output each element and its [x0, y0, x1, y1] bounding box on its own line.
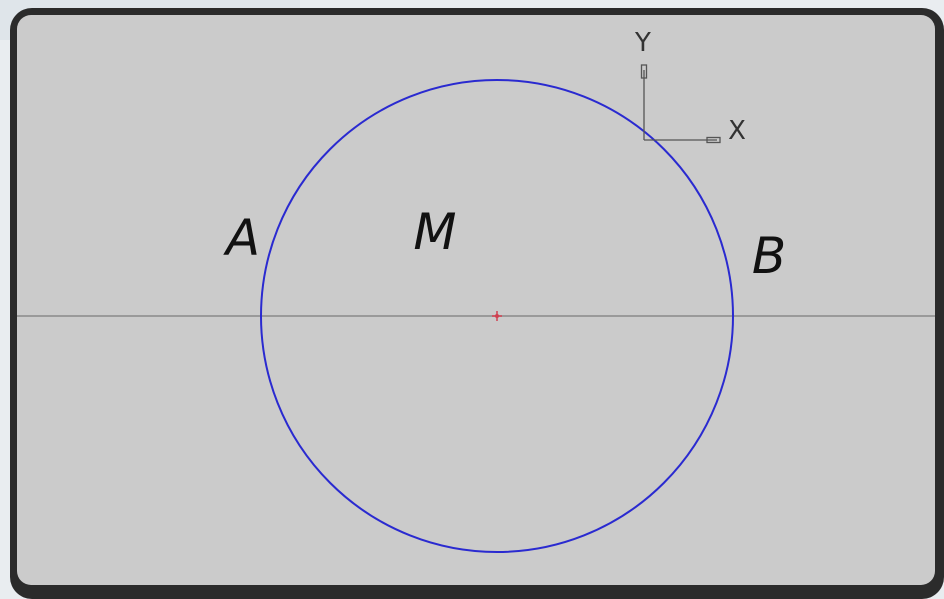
coordinate-system-icon	[640, 64, 721, 144]
drawing-canvas[interactable]: Y X A M B	[17, 15, 935, 585]
drawing-svg[interactable]: Y X A M B	[17, 15, 935, 585]
point-label-b: B	[752, 227, 786, 285]
y-axis-arrow-head	[640, 64, 648, 79]
y-axis-label: Y	[634, 28, 651, 58]
canvas-background	[17, 15, 935, 585]
circle[interactable]	[260, 79, 734, 553]
point-label-a: A	[223, 209, 260, 267]
center-point-marker[interactable]	[492, 311, 502, 321]
region-label-m: M	[413, 203, 456, 261]
x-axis-label: X	[728, 116, 746, 146]
x-axis-arrow-head	[706, 136, 721, 144]
